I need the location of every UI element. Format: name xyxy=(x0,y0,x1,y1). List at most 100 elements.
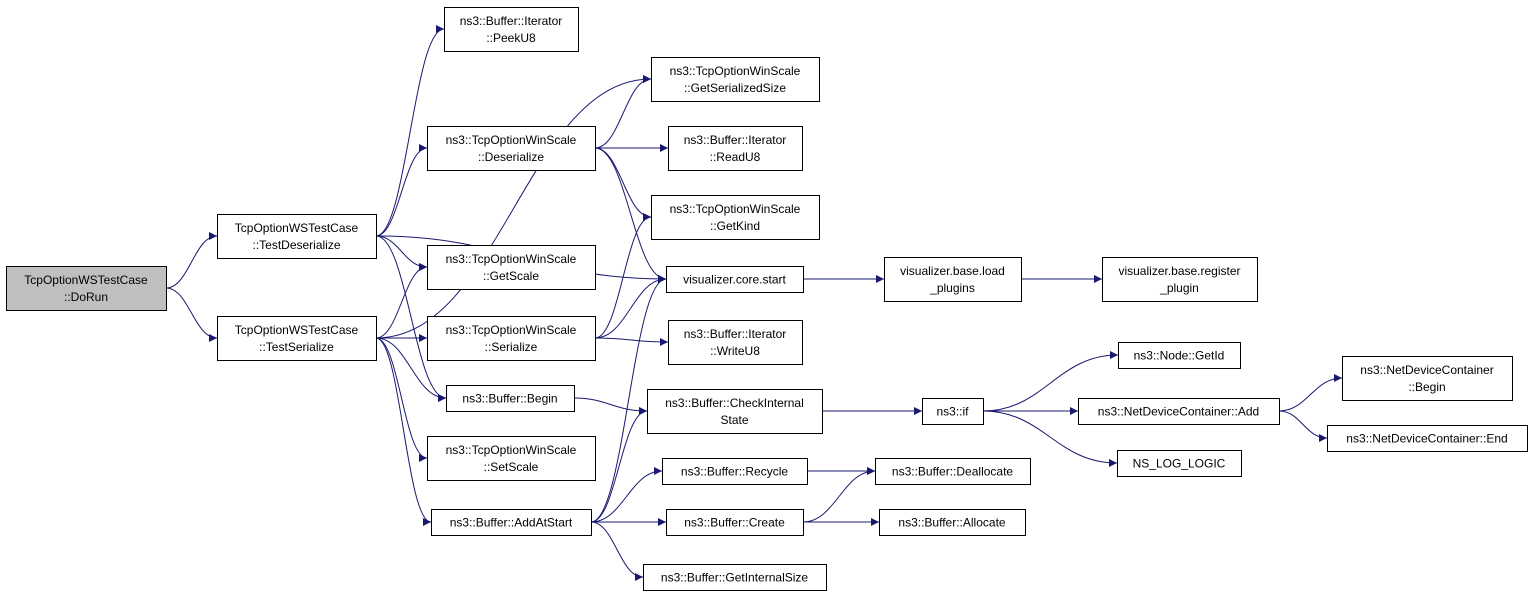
node-label: visualizer.base.load xyxy=(900,264,1005,278)
node-box xyxy=(427,436,596,481)
node-box xyxy=(922,398,984,425)
node-vizstart[interactable]: visualizer.core.start xyxy=(666,266,804,293)
edge-bufbegin-to-checkint xyxy=(573,397,648,415)
edge-testser-to-setscale xyxy=(375,337,428,462)
node-recycle[interactable]: ns3::Buffer::Recycle xyxy=(662,458,808,485)
node-label: ns3::TcpOptionWinScale xyxy=(446,323,577,337)
node-create[interactable]: ns3::Buffer::Create xyxy=(666,509,804,536)
node-label: ::GetSerializedSize xyxy=(684,81,786,95)
node-addatstart[interactable]: ns3::Buffer::AddAtStart xyxy=(431,509,592,536)
edge-dorun-to-testdeser xyxy=(165,232,218,289)
node-label: ns3::Node::GetId xyxy=(1134,349,1225,363)
node-getkind[interactable]: ns3::TcpOptionWinScale::GetKind xyxy=(651,195,820,240)
node-label: ns3::Buffer::CheckInternal xyxy=(665,396,804,410)
node-label: NS_LOG_LOGIC xyxy=(1133,457,1226,471)
node-box xyxy=(427,245,596,290)
node-label: ::GetScale xyxy=(483,269,539,283)
node-label: _plugin xyxy=(1159,281,1199,295)
edge-serialize-to-vizstart xyxy=(594,275,667,339)
node-setscale[interactable]: ns3::TcpOptionWinScale::SetScale xyxy=(427,436,596,481)
node-loadplugins[interactable]: visualizer.base.load_plugins xyxy=(884,257,1022,302)
node-nslog[interactable]: NS_LOG_LOGIC xyxy=(1117,450,1242,477)
node-ndcbegin[interactable]: ns3::NetDeviceContainer::Begin xyxy=(1342,356,1513,401)
edge-deserialize-to-getkind xyxy=(594,147,652,221)
node-label: ::Serialize xyxy=(485,340,538,354)
node-box xyxy=(879,509,1026,536)
edge-nsif-to-getid xyxy=(982,351,1119,412)
node-box xyxy=(666,266,804,293)
edge-deserialize-to-vizstart xyxy=(594,147,667,283)
node-label: visualizer.base.register xyxy=(1118,264,1240,278)
node-box xyxy=(444,7,579,52)
node-label: ::TestSerialize xyxy=(259,340,334,354)
node-box xyxy=(1342,356,1513,401)
node-ndcend[interactable]: ns3::NetDeviceContainer::End xyxy=(1327,425,1528,452)
edge-testser-to-bufbegin xyxy=(375,337,447,402)
node-label: ::Deserialize xyxy=(478,150,544,164)
node-box xyxy=(1078,398,1280,425)
node-label: ns3::if xyxy=(936,405,969,419)
node-box xyxy=(431,509,592,536)
edge-ndcadd-to-ndcbegin xyxy=(1278,374,1343,412)
node-box xyxy=(1102,257,1258,302)
edge-testdeser-to-getscale xyxy=(375,235,428,271)
node-label: ::GetKind xyxy=(710,219,760,233)
node-nsif[interactable]: ns3::if xyxy=(922,398,984,425)
node-box xyxy=(1118,342,1241,369)
node-serialize[interactable]: ns3::TcpOptionWinScale::Serialize xyxy=(427,316,596,361)
edge-serialize-to-writeu8 xyxy=(594,337,669,346)
node-getsersize[interactable]: ns3::TcpOptionWinScale::GetSerializedSiz… xyxy=(651,57,820,102)
node-getid[interactable]: ns3::Node::GetId xyxy=(1118,342,1241,369)
node-label: ns3::NetDeviceContainer::Add xyxy=(1098,405,1259,419)
node-label: ns3::TcpOptionWinScale xyxy=(670,202,801,216)
node-label: ::PeekU8 xyxy=(486,31,536,45)
node-readu8[interactable]: ns3::Buffer::Iterator::ReadU8 xyxy=(668,126,803,171)
node-box xyxy=(1327,425,1528,452)
node-box xyxy=(651,195,820,240)
edge-layer xyxy=(165,25,1343,581)
node-label: ns3::Buffer::Iterator xyxy=(460,14,563,28)
node-dorun[interactable]: TcpOptionWSTestCase::DoRun xyxy=(6,266,167,311)
edge-testser-to-getscale xyxy=(375,263,428,339)
edge-addatstart-to-getintsize xyxy=(590,521,644,581)
node-testser[interactable]: TcpOptionWSTestCase::TestSerialize xyxy=(217,316,377,361)
node-label: visualizer.core.start xyxy=(683,273,786,287)
edge-addatstart-to-checkint xyxy=(590,407,648,523)
node-label: ns3::Buffer::AddAtStart xyxy=(450,516,573,530)
node-deserialize[interactable]: ns3::TcpOptionWinScale::Deserialize xyxy=(427,126,596,171)
edge-testser-to-addatstart xyxy=(375,337,432,526)
node-box xyxy=(668,126,803,171)
node-getscale[interactable]: ns3::TcpOptionWinScale::GetScale xyxy=(427,245,596,290)
edge-deserialize-to-getsersize xyxy=(594,75,652,149)
node-label: ::DoRun xyxy=(64,290,108,304)
node-regplugin[interactable]: visualizer.base.register _plugin xyxy=(1102,257,1258,302)
edge-serialize-to-getkind xyxy=(594,213,652,339)
node-label: ns3::TcpOptionWinScale xyxy=(446,443,577,457)
node-box xyxy=(1117,450,1242,477)
node-testdeser[interactable]: TcpOptionWSTestCase::TestDeserialize xyxy=(217,214,377,259)
edge-testser-to-getsersize xyxy=(375,75,652,339)
node-box xyxy=(217,214,377,259)
node-label: ::Begin xyxy=(1408,380,1445,394)
node-dealloc[interactable]: ns3::Buffer::Deallocate xyxy=(875,458,1031,485)
node-box xyxy=(217,316,377,361)
node-alloc[interactable]: ns3::Buffer::Allocate xyxy=(879,509,1026,536)
node-label: ns3::Buffer::Allocate xyxy=(898,516,1006,530)
node-label: ns3::NetDeviceContainer::End xyxy=(1346,432,1507,446)
edge-nsif-to-nslog xyxy=(982,410,1118,467)
node-label: ns3::Buffer::Iterator xyxy=(684,327,787,341)
node-box xyxy=(427,316,596,361)
node-box xyxy=(666,509,804,536)
edge-testdeser-to-deserialize xyxy=(375,144,428,237)
node-bufbegin[interactable]: ns3::Buffer::Begin xyxy=(446,385,575,412)
node-box xyxy=(651,57,820,102)
node-label: ns3::Buffer::GetInternalSize xyxy=(661,571,809,585)
node-ndcadd[interactable]: ns3::NetDeviceContainer::Add xyxy=(1078,398,1280,425)
node-peeku8[interactable]: ns3::Buffer::Iterator::PeekU8 xyxy=(444,7,579,52)
node-getintsize[interactable]: ns3::Buffer::GetInternalSize xyxy=(643,564,827,591)
node-writeu8[interactable]: ns3::Buffer::Iterator::WriteU8 xyxy=(668,320,803,365)
edge-addatstart-to-recycle xyxy=(590,467,663,523)
edge-ndcadd-to-ndcend xyxy=(1278,410,1328,442)
